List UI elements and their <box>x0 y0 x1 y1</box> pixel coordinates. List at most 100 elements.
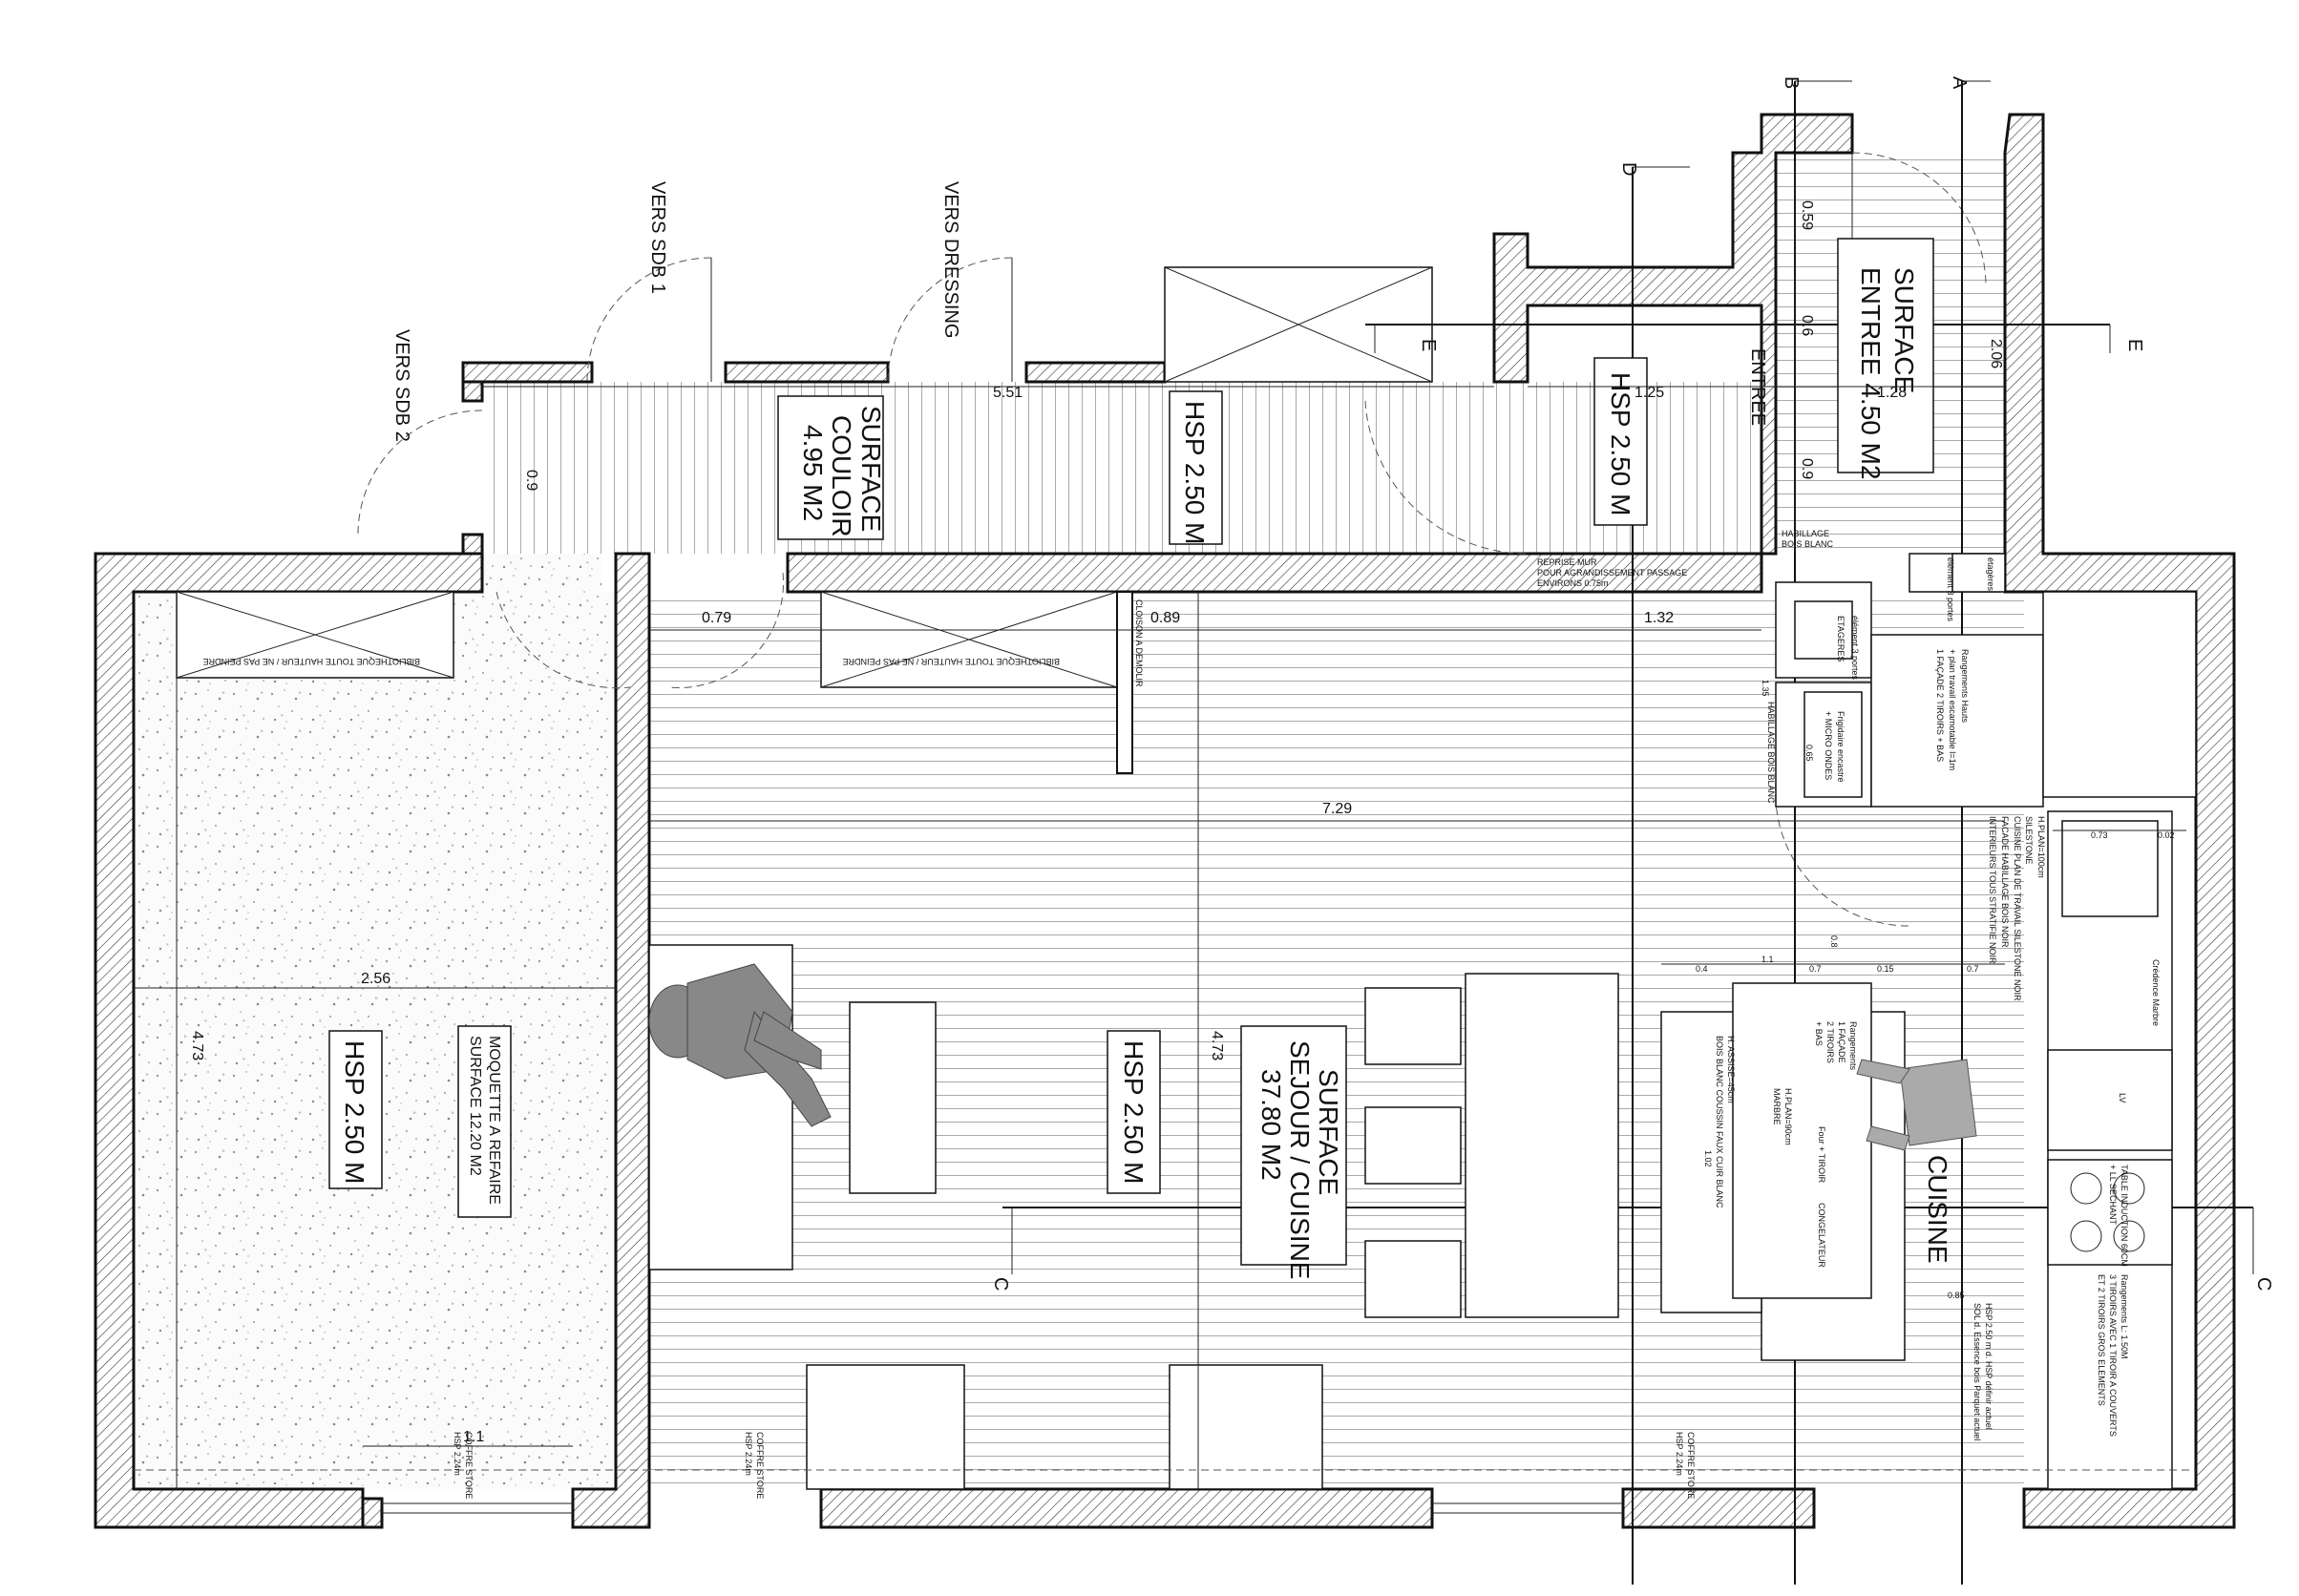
dim-7-29: 7.29 <box>1322 801 1352 817</box>
corridor-wall-stub-2 <box>461 533 484 556</box>
label-coffre-1-c: COFFRE STORE <box>1686 1432 1696 1499</box>
door-swing-entry <box>1364 400 1529 555</box>
label-lave-linge: + LL SECHANT <box>2108 1165 2118 1225</box>
dim-1-25: 1.25 <box>1635 385 1664 401</box>
label-box-hsp-bedroom <box>328 1030 383 1189</box>
label-four: Four + TIROIR <box>1817 1126 1826 1184</box>
door-swing-sdb1 <box>586 257 712 383</box>
label-reprise-3: ENVIRONS 0.75m <box>1537 578 1609 588</box>
dim-0-79: 0.79 <box>702 610 731 626</box>
dining-table <box>1364 973 1619 1318</box>
label-lv: LV <box>2118 1093 2127 1102</box>
door-swing-main <box>1851 152 1987 287</box>
person-figure-kitchen <box>1856 1059 1977 1151</box>
label-micro-ondes: + MICRO ONDES <box>1824 711 1833 780</box>
section-marker-a: A <box>1949 76 1970 90</box>
dim-1-1b: 1.1 <box>1761 955 1774 964</box>
label-moquette-1: MOQUETTE A REFAIRE <box>486 1036 502 1205</box>
label-hsp-sol-1: HSP 2.50 m d. HSP définir actuel <box>1984 1303 1993 1430</box>
label-rangements-ilot-3: 2 TIROIRS <box>1825 1021 1835 1063</box>
label-cloison: CLOISON A DEMOLIR <box>1134 599 1144 687</box>
windows <box>134 1469 2196 1514</box>
dim-0-89: 0.89 <box>1150 610 1180 626</box>
dim-0-4: 0.4 <box>1696 964 1708 974</box>
person-figure-sofa <box>648 963 832 1127</box>
label-rangements-ilot: Rangements <box>1848 1021 1858 1071</box>
dim-2-56: 2.56 <box>361 971 390 987</box>
label-vers-dressing: VERS DRESSING <box>940 181 961 338</box>
section-marker-d: D <box>1618 162 1639 176</box>
label-congelateur: CONGELATEUR <box>1817 1203 1826 1268</box>
bookshelf-bedroom <box>176 591 454 679</box>
dim-0-59: 0.59 <box>1799 200 1815 230</box>
passage-carpet <box>482 554 601 592</box>
corridor-wall-2 <box>724 361 890 384</box>
label-habillage-2: BOIS BLANC <box>1782 539 1834 549</box>
label-moquette-2: SURFACE 12.20 M2 <box>467 1036 483 1176</box>
label-hsp-entry: HSP 2.50 M <box>1606 372 1635 515</box>
label-rangements-bas: Rangements L: 1.50M <box>2120 1274 2129 1359</box>
wall-bedroom-left <box>94 552 484 1529</box>
label-habillage-1: HABILLAGE <box>1782 529 1829 538</box>
label-surface-couloir-3: 4.95 M2 <box>798 425 828 521</box>
label-box-hsp-entry <box>1593 357 1648 526</box>
corridor-wall-stub <box>461 380 484 403</box>
wall-right <box>2003 113 2236 1529</box>
label-tiroirs-1: 3 TIROIRS AVEC 1 TIROIR A COUVERTS <box>2108 1274 2118 1437</box>
door-swing-bedroom <box>496 591 631 689</box>
label-rangements-hauts: Rangements Hauts <box>1960 649 1970 724</box>
dim-1-28: 1.28 <box>1877 385 1907 401</box>
partition-to-demolish <box>1116 591 1133 774</box>
dim-4-73b: 4.73 <box>1209 1031 1225 1060</box>
label-reprise-2: POUR AGRANDISSEMENT PASSAGE <box>1537 568 1687 578</box>
dim-0-02: 0.02 <box>2158 830 2175 840</box>
corridor-floor <box>482 382 1761 554</box>
label-frigidaire: Frigidaire encastré <box>1836 711 1846 783</box>
wall-bottom-mid <box>819 1487 1434 1529</box>
label-entree: ENTREE <box>1747 348 1768 426</box>
label-credence: Crédence Marbre <box>2151 959 2161 1026</box>
dimension-lines <box>134 162 2186 1489</box>
dim-0-9b: 0.9 <box>1799 458 1815 479</box>
kitchen-counter <box>2047 810 2173 1490</box>
label-assise-1: H. ASSISE=45cm <box>1726 1036 1736 1103</box>
dim-1-32: 1.32 <box>1644 610 1674 626</box>
dim-0-85: 0.85 <box>1948 1291 1965 1300</box>
label-box-hsp-living <box>1107 1030 1161 1194</box>
dim-0-9a: 0.9 <box>523 470 539 491</box>
label-rangements-hauts-detail: + plan travail escamotable l=1m <box>1948 649 1957 770</box>
wall-bedroom-right-stub <box>571 552 651 1529</box>
dim-2-06: 2.06 <box>1988 339 2004 368</box>
label-coffre-1-a: COFFRE STORE <box>464 1432 474 1499</box>
wall-bottom-left-pier <box>361 1497 384 1529</box>
bookshelf-living <box>820 591 1118 688</box>
section-marker-c-left: C <box>990 1277 1011 1291</box>
section-marker-e-left: E <box>1418 339 1439 351</box>
label-box-sejour <box>1240 1025 1347 1266</box>
label-box-hsp-corridor <box>1169 390 1223 545</box>
label-hplan-marbre-1: H.PLAN=90cm <box>1783 1088 1793 1145</box>
label-bibliotheque-living: BIBLIOTHEQUE TOUTE HAUTEUR / NE PAS PEIN… <box>842 657 1060 666</box>
door-swing-sdb2 <box>357 410 483 536</box>
label-box-entree <box>1837 238 1934 473</box>
label-hplan-2: SILESTONE <box>2024 816 2034 864</box>
wall-top-living <box>786 552 1763 594</box>
dim-5-51: 5.51 <box>993 385 1023 401</box>
dim-1-1a: 1.1 <box>463 1429 484 1445</box>
label-reprise-1: REPRISE MUR <box>1537 557 1597 567</box>
door-swing-living <box>667 572 784 688</box>
label-etageres-3: étagères <box>1986 557 1995 592</box>
label-etageres: ETAGERES <box>1836 616 1846 662</box>
label-box-moquette <box>457 1025 512 1218</box>
label-rangements-ilot-2: 1 FAÇADE <box>1837 1021 1846 1063</box>
dim-0-73: 0.73 <box>2091 830 2108 840</box>
label-hsp-living: HSP 2.50 M <box>1119 1040 1149 1184</box>
label-surface-sejour-3: 37.80 M2 <box>1256 1069 1286 1181</box>
dim-0-15: 0.15 <box>1877 964 1894 974</box>
section-marker-c-right: C <box>2253 1277 2274 1291</box>
label-vers-sdb2: VERS SDB 2 <box>391 329 412 442</box>
label-box-couloir <box>777 395 884 540</box>
door-swing-kitchen <box>1775 782 1910 927</box>
label-table-induction: TABLE INDUCTION 60CM <box>2120 1165 2129 1267</box>
